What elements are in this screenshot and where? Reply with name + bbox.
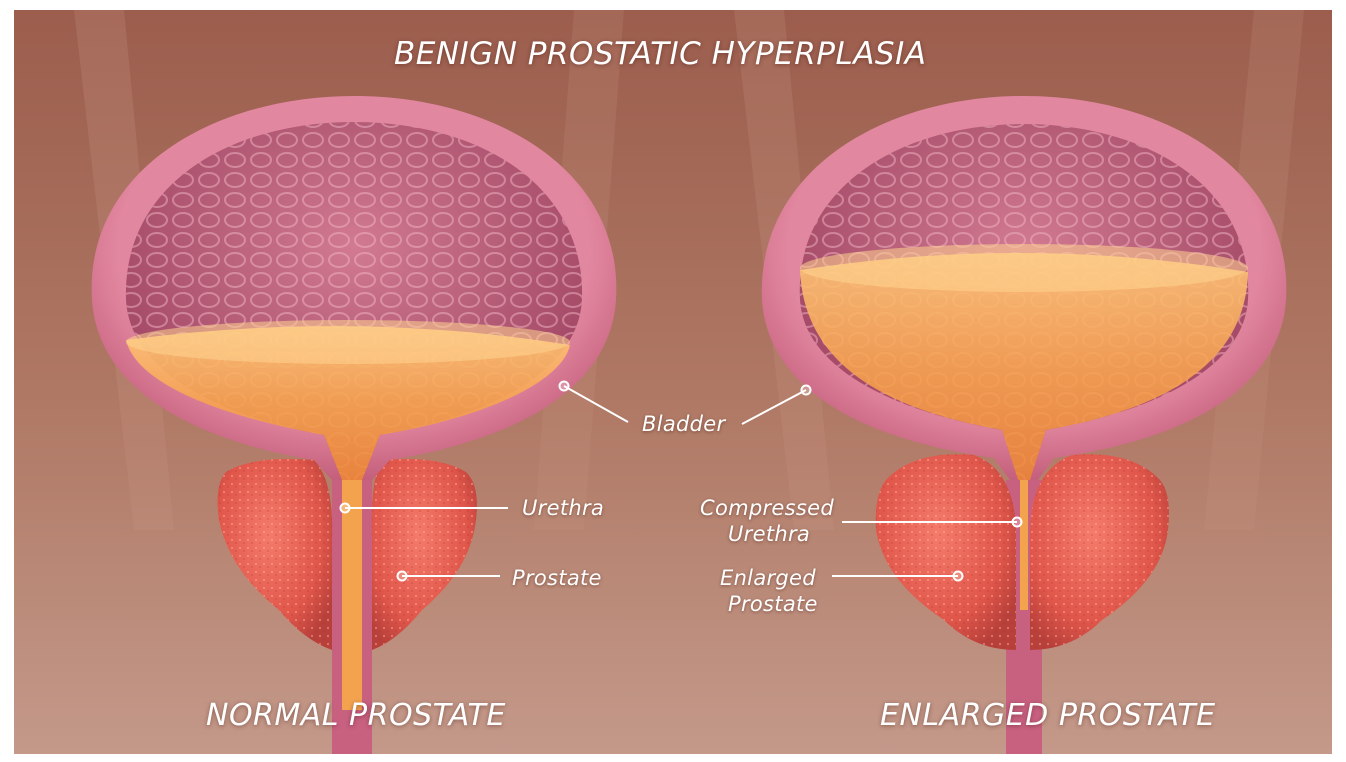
marker-dot bbox=[560, 382, 569, 391]
illustration-frame: BENIGN PROSTATIC HYPERPLASIA NORMAL PROS… bbox=[14, 10, 1332, 754]
caption-enlarged-prostate: ENLARGED PROSTATE bbox=[880, 698, 1216, 733]
marker-dot bbox=[802, 386, 811, 395]
anatomy-illustration bbox=[14, 10, 1332, 754]
urine-surface bbox=[126, 320, 570, 364]
label-enlarged-prostate-line2: Prostate bbox=[728, 592, 818, 616]
label-enlarged-prostate-line1: Enlarged bbox=[720, 566, 816, 590]
label-prostate: Prostate bbox=[512, 566, 602, 590]
marker-dot bbox=[398, 572, 407, 581]
marker-dot bbox=[954, 572, 963, 581]
label-compressed-urethra-line1: Compressed bbox=[700, 496, 834, 520]
urine-surface bbox=[800, 244, 1248, 292]
label-urethra: Urethra bbox=[522, 496, 604, 520]
urethra-urine bbox=[1020, 480, 1028, 610]
caption-normal-prostate: NORMAL PROSTATE bbox=[206, 698, 506, 733]
marker-dot bbox=[1013, 518, 1022, 527]
label-compressed-urethra-line2: Urethra bbox=[728, 522, 810, 546]
urethra-urine bbox=[342, 480, 362, 710]
label-bladder: Bladder bbox=[642, 412, 725, 436]
page-title: BENIGN PROSTATIC HYPERPLASIA bbox=[394, 36, 926, 72]
marker-dot bbox=[341, 504, 350, 513]
